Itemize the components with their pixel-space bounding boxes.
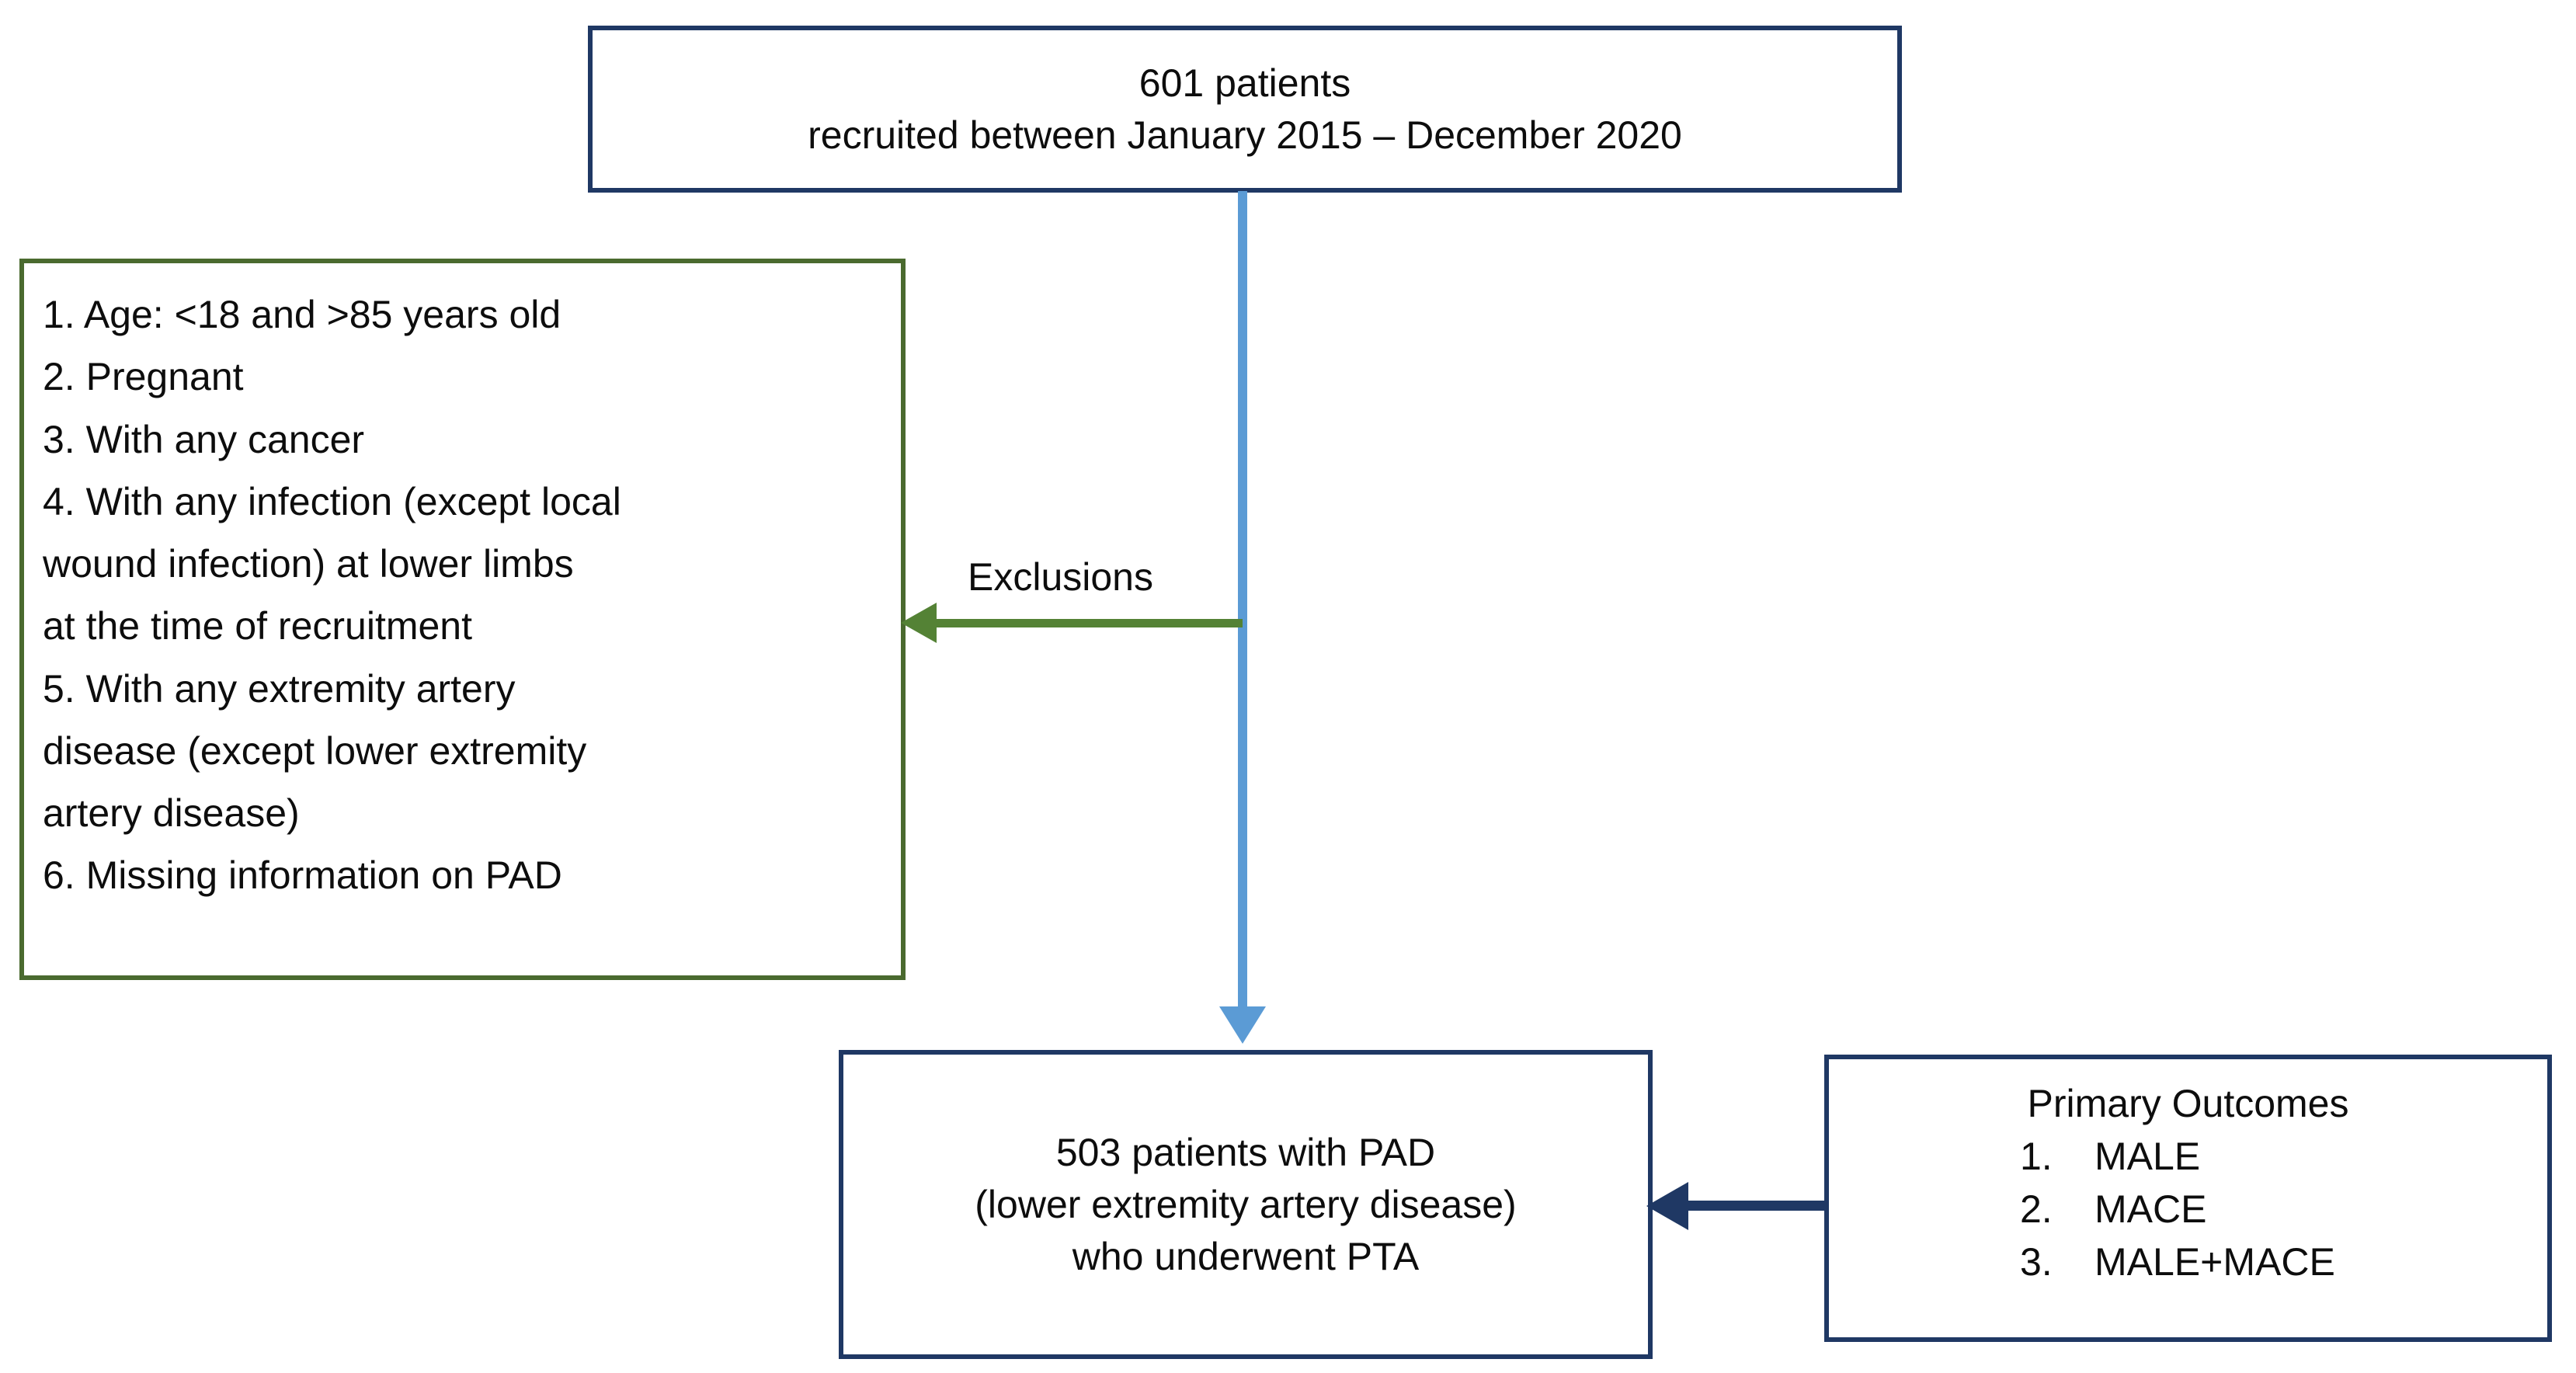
exclusions-arrowhead-icon [901, 603, 937, 643]
recruitment-to-cohort-arrowhead-icon [1219, 1006, 1266, 1044]
primary-outcome-item-2: 2. MACE [1829, 1183, 2547, 1236]
primary-outcome-label-1: MALE [2095, 1134, 2201, 1178]
exclusion-line-9: artery disease) [43, 791, 300, 835]
primary-outcome-number-3: 3. [2020, 1239, 2053, 1284]
primary-outcome-number-1: 1. [2020, 1134, 2053, 1178]
cohort-line-3: who underwent PTA [1072, 1234, 1420, 1278]
recruitment-box: 601 patients recruited between January 2… [588, 26, 1902, 193]
exclusions-arrow-label: Exclusions [968, 555, 1153, 599]
exclusion-line-4: 4. With any infection (except local [43, 479, 621, 523]
exclusion-line-1: 1. Age: <18 and >85 years old [43, 293, 561, 336]
cohort-line-1: 503 patients with PAD [1055, 1130, 1436, 1174]
outcomes-arrowhead-icon [1646, 1182, 1688, 1230]
exclusion-line-3: 3. With any cancer [43, 417, 365, 461]
exclusions-box: 1. Age: <18 and >85 years old 2. Pregnan… [19, 259, 906, 980]
primary-outcomes-title: Primary Outcomes [2027, 1082, 2349, 1125]
exclusion-line-8: disease (except lower extremity [43, 728, 587, 773]
primary-outcome-item-1: 1. MALE [1829, 1130, 2547, 1183]
exclusion-line-5: wound infection) at lower limbs [43, 542, 574, 586]
recruitment-to-cohort-arrow-line [1238, 191, 1247, 1008]
primary-outcomes-list: 1. MALE 2. MACE 3. MALE+MACE [1829, 1130, 2547, 1288]
primary-outcome-item-3: 3. MALE+MACE [1829, 1236, 2547, 1288]
recruitment-line-1: 601 patients [1139, 61, 1351, 105]
cohort-line-2: (lower extremity artery disease) [975, 1182, 1517, 1226]
primary-outcome-label-2: MACE [2095, 1187, 2207, 1231]
exclusion-line-2: 2. Pregnant [43, 355, 244, 399]
recruitment-line-2: recruited between January 2015 – Decembe… [808, 113, 1682, 157]
primary-outcomes-box: Primary Outcomes 1. MALE 2. MACE 3. MALE… [1824, 1055, 2552, 1342]
cohort-box: 503 patients with PAD (lower extremity a… [839, 1050, 1653, 1359]
exclusions-arrow-line [933, 619, 1243, 627]
exclusion-line-10: 6. Missing information on PAD [43, 853, 562, 898]
exclusion-line-7: 5. With any extremity artery [43, 666, 516, 711]
outcomes-arrow-line [1685, 1201, 1825, 1211]
primary-outcome-number-2: 2. [2020, 1187, 2053, 1231]
primary-outcome-label-3: MALE+MACE [2095, 1239, 2335, 1284]
exclusion-line-6: at the time of recruitment [43, 604, 473, 648]
